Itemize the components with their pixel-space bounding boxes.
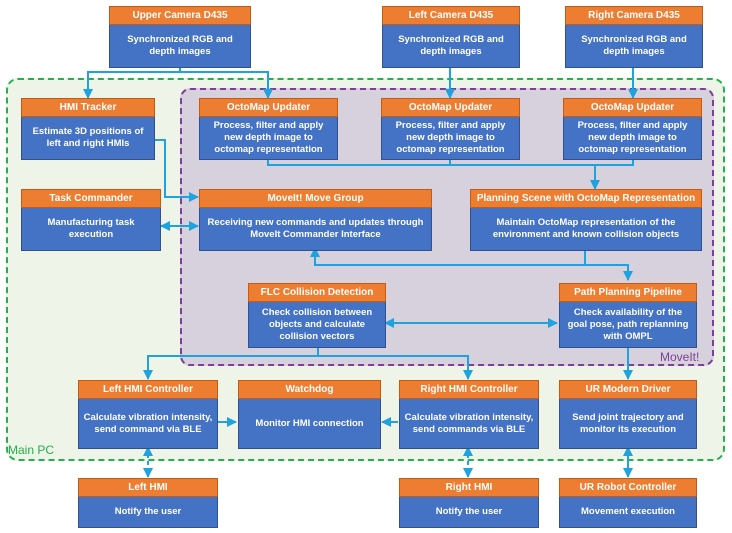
node-left-camera: Left Camera D435 Synchronized RGB and de… — [382, 6, 520, 68]
node-title: Watchdog — [238, 380, 381, 399]
node-task-commander: Task Commander Manufacturing task execut… — [21, 189, 161, 251]
node-hmi-tracker: HMI Tracker Estimate 3D positions of lef… — [21, 98, 155, 160]
node-body: Check collision between objects and calc… — [248, 302, 386, 348]
node-watchdog: Watchdog Monitor HMI connection — [238, 380, 381, 449]
node-title: Left Camera D435 — [382, 6, 520, 25]
node-title: OctoMap Updater — [199, 98, 338, 117]
node-body: Synchronized RGB and depth images — [565, 25, 703, 68]
node-move-group: MoveIt! Move Group Receiving new command… — [199, 189, 432, 251]
moveit-label: MoveIt! — [660, 350, 700, 364]
node-right-camera: Right Camera D435 Synchronized RGB and d… — [565, 6, 703, 68]
node-title: OctoMap Updater — [381, 98, 520, 117]
node-flc-collision: FLC Collision Detection Check collision … — [248, 283, 386, 348]
node-title: UR Modern Driver — [559, 380, 697, 399]
node-title: Path Planning Pipeline — [559, 283, 697, 302]
node-title: Right Camera D435 — [565, 6, 703, 25]
main-pc-label: Main PC — [8, 443, 55, 457]
node-body: Check availability of the goal pose, pat… — [559, 302, 697, 348]
node-body: Receiving new commands and updates throu… — [199, 208, 432, 251]
node-octomap-updater-3: OctoMap Updater Process, filter and appl… — [563, 98, 702, 160]
node-body: Synchronized RGB and depth images — [382, 25, 520, 68]
node-path-planning: Path Planning Pipeline Check availabilit… — [559, 283, 697, 348]
node-title: UR Robot Controller — [559, 478, 697, 497]
node-title: HMI Tracker — [21, 98, 155, 117]
node-planning-scene: Planning Scene with OctoMap Representati… — [470, 189, 702, 251]
node-body: Process, filter and apply new depth imag… — [563, 117, 702, 160]
node-body: Process, filter and apply new depth imag… — [381, 117, 520, 160]
node-ur-robot-controller: UR Robot Controller Movement execution — [559, 478, 697, 528]
node-body: Notify the user — [399, 497, 539, 528]
node-body: Monitor HMI connection — [238, 399, 381, 449]
node-body: Synchronized RGB and depth images — [109, 25, 251, 68]
node-body: Manufacturing task execution — [21, 208, 161, 251]
node-title: Planning Scene with OctoMap Representati… — [470, 189, 702, 208]
node-left-hmi-controller: Left HMI Controller Calculate vibration … — [78, 380, 218, 449]
node-title: Right HMI — [399, 478, 539, 497]
node-body: Movement execution — [559, 497, 697, 528]
node-right-hmi-controller: Right HMI Controller Calculate vibration… — [399, 380, 539, 449]
node-upper-camera: Upper Camera D435 Synchronized RGB and d… — [109, 6, 251, 68]
node-title: Upper Camera D435 — [109, 6, 251, 25]
node-title: OctoMap Updater — [563, 98, 702, 117]
node-body: Process, filter and apply new depth imag… — [199, 117, 338, 160]
node-title: Left HMI — [78, 478, 218, 497]
node-title: MoveIt! Move Group — [199, 189, 432, 208]
node-ur-modern-driver: UR Modern Driver Send joint trajectory a… — [559, 380, 697, 449]
node-octomap-updater-2: OctoMap Updater Process, filter and appl… — [381, 98, 520, 160]
node-body: Maintain OctoMap representation of the e… — [470, 208, 702, 251]
node-body: Calculate vibration intensity, send comm… — [78, 399, 218, 449]
node-title: Left HMI Controller — [78, 380, 218, 399]
node-title: FLC Collision Detection — [248, 283, 386, 302]
node-body: Send joint trajectory and monitor its ex… — [559, 399, 697, 449]
node-left-hmi: Left HMI Notify the user — [78, 478, 218, 528]
node-right-hmi: Right HMI Notify the user — [399, 478, 539, 528]
node-body: Notify the user — [78, 497, 218, 528]
node-title: Task Commander — [21, 189, 161, 208]
node-title: Right HMI Controller — [399, 380, 539, 399]
node-octomap-updater-1: OctoMap Updater Process, filter and appl… — [199, 98, 338, 160]
node-body: Calculate vibration intensity, send comm… — [399, 399, 539, 449]
node-body: Estimate 3D positions of left and right … — [21, 117, 155, 160]
